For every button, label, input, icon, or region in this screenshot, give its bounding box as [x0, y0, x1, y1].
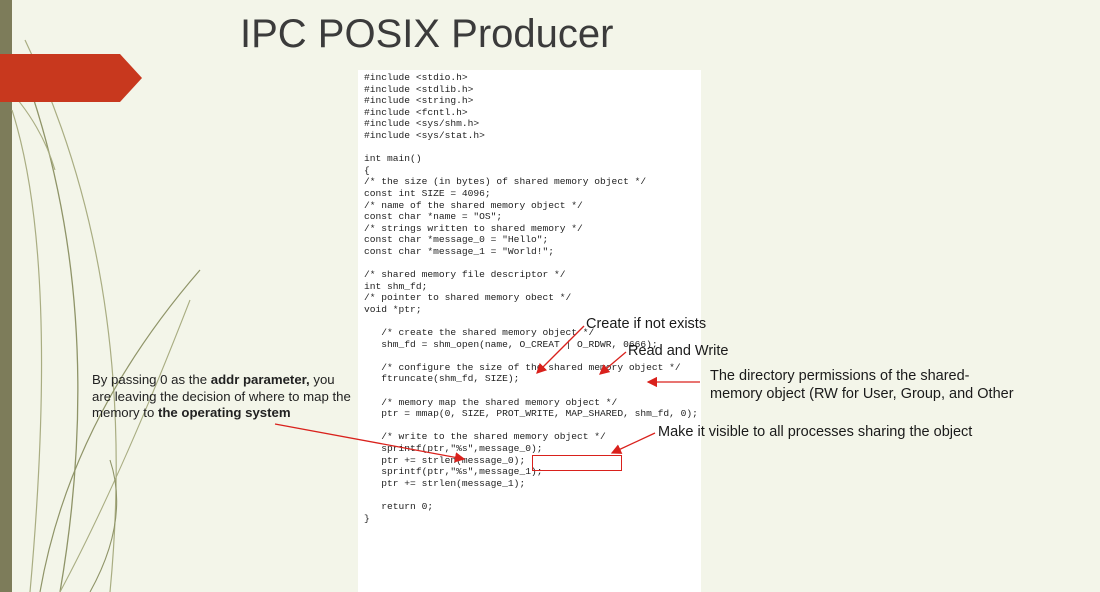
code-line: ftruncate(shm_fd, SIZE); [364, 373, 520, 385]
left-accent-bar [0, 0, 12, 592]
code-line: /* the size (in bytes) of shared memory … [364, 176, 647, 188]
code-line: #include <stdlib.h> [364, 83, 474, 95]
code-line: /* create the shared memory object */ [364, 327, 595, 339]
code-line: const char *message_0 = "Hello"; [364, 234, 549, 246]
arrow-read-write [599, 351, 627, 375]
annotation-permissions-line2: memory object (RW for User, Group, and O… [710, 386, 1014, 402]
map-shared-highlight [532, 455, 622, 471]
code-line: const char *name = "OS"; [364, 211, 503, 223]
code-line: int main() [364, 153, 422, 165]
code-block: #include <stdio.h>#include <stdlib.h>#in… [364, 72, 698, 524]
annotation-create: Create if not exists [586, 316, 707, 332]
arrow-addr-param [274, 423, 466, 463]
arrow-visible [610, 432, 656, 454]
code-line: { [364, 164, 370, 176]
addr-parameter-note: By passing 0 as the addr parameter, you … [92, 372, 352, 422]
code-line: /* memory map the shared memory object *… [364, 396, 618, 408]
code-line: #include <sys/stat.h> [364, 129, 485, 141]
slide-title: IPC POSIX Producer [240, 12, 614, 56]
code-line: return 0; [364, 500, 434, 512]
code-line: /* name of the shared memory object */ [364, 199, 583, 211]
note-text-1: By passing 0 as the [92, 372, 211, 387]
code-line: /* pointer to shared memory obect */ [364, 292, 572, 304]
code-line: const char *message_1 = "World!"; [364, 245, 554, 257]
code-line: /* write to the shared memory object */ [364, 431, 606, 443]
code-line: #include <string.h> [364, 95, 474, 107]
note-bold-os: the operating system [157, 405, 291, 420]
annotation-read-write: Read and Write [628, 343, 729, 359]
accent-arrow-shape [0, 54, 142, 102]
code-line: } [364, 512, 370, 524]
code-line: ptr = mmap(0, SIZE, PROT_WRITE, MAP_SHAR… [364, 408, 698, 420]
code-panel [358, 70, 701, 592]
code-line: ptr += strlen(message_1); [364, 477, 526, 489]
code-line: sprintf(ptr,"%s",message_1); [364, 466, 543, 478]
code-line: #include <stdio.h> [364, 72, 468, 83]
code-line: ptr += strlen(message_0); [364, 454, 526, 466]
note-text-2: you are leaving the decision of where to… [92, 372, 351, 420]
code-line: int shm_fd; [364, 280, 428, 292]
note-bold-addr: addr parameter, [210, 372, 310, 387]
code-line: /* shared memory file descriptor */ [364, 269, 566, 281]
code-line: sprintf(ptr,"%s",message_0); [364, 443, 543, 454]
code-line: #include <sys/shm.h> [364, 118, 480, 130]
code-line: shm_fd = shm_open(name, O_CREAT | O_RDWR… [364, 338, 658, 350]
annotation-permissions-line1: The directory permissions of the shared- [710, 368, 970, 384]
arrow-create [536, 325, 585, 374]
annotation-visible: Make it visible to all processes sharing… [658, 424, 973, 440]
code-line: #include <fcntl.h> [364, 106, 468, 118]
code-line: const int SIZE = 4096; [364, 187, 491, 199]
code-line: void *ptr; [364, 303, 422, 315]
code-line: /* strings written to shared memory */ [364, 222, 583, 234]
